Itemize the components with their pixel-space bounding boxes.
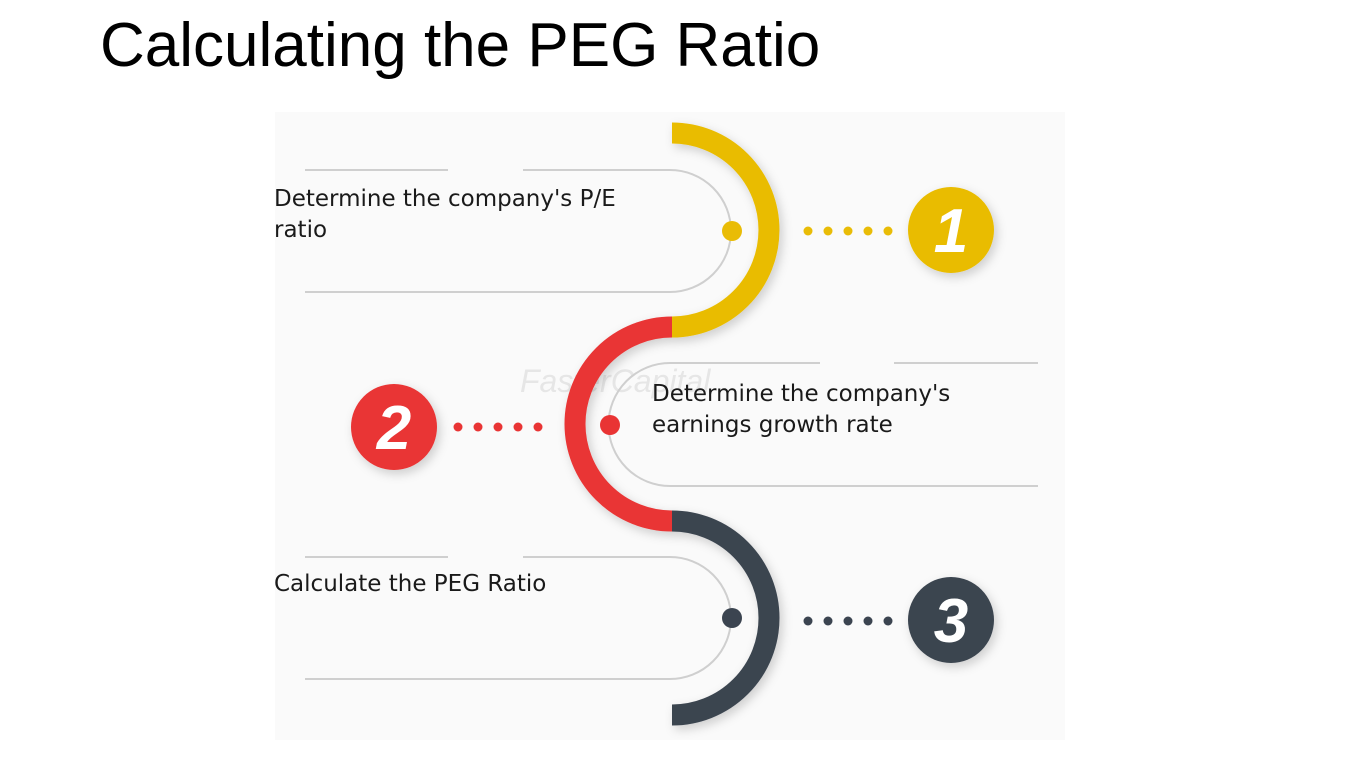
step-1-badge [908,187,994,273]
step-1-number: 1 [934,197,968,266]
step-3-dot [722,608,742,628]
step-2-connector-dots [453,422,543,432]
slide-title: Calculating the PEG Ratio [100,11,821,80]
step-3-number: 3 [934,587,968,656]
step-2-badge [351,384,437,470]
step-1-dot [722,221,742,241]
curve-segment-step-1 [671,122,780,338]
step-1-connector-dots [803,226,893,236]
step-1-text: Determine the company's P/E ratio [274,186,616,243]
step-2-number: 2 [376,394,411,463]
step-3-text: Calculate the PEG Ratio [274,571,547,597]
curve-segment-step-2 [564,316,673,532]
watermark: FasterCapital [520,363,711,399]
step-3-badge [908,577,994,663]
step-3-connector-dots [803,616,893,626]
curve-segment-step-3 [671,510,780,726]
step-2-text: Determine the company's earnings growth … [652,381,951,438]
step-2-dot [600,415,620,435]
